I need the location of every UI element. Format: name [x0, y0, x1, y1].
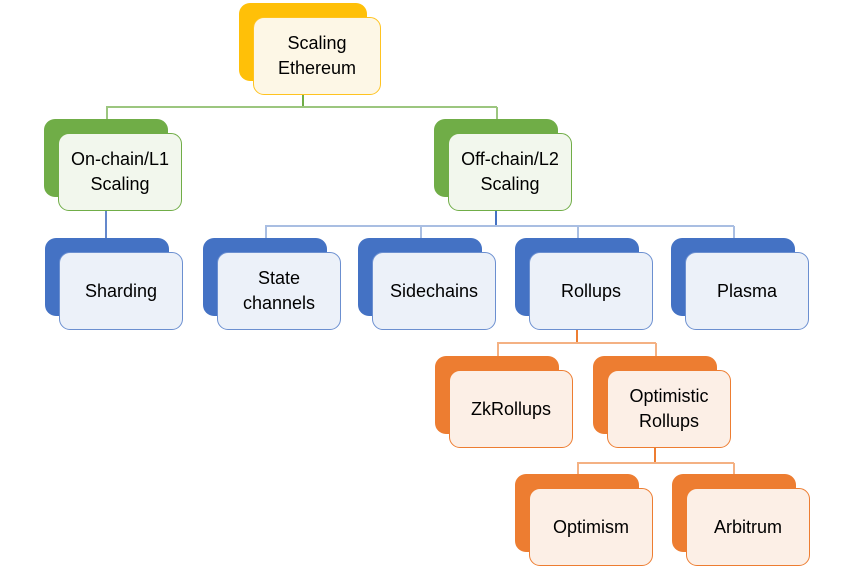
- node-rollups[interactable]: Rollups: [515, 238, 656, 333]
- connector-drop-optimistic-rollups: [655, 343, 657, 356]
- node-card: Arbitrum: [686, 488, 810, 566]
- node-card: Plasma: [685, 252, 809, 330]
- connector-drop-onchain: [106, 107, 108, 119]
- node-label: State channels: [242, 268, 316, 313]
- node-sidechains[interactable]: Sidechains: [358, 238, 499, 333]
- node-label: Sharding: [84, 280, 158, 301]
- node-label: ZkRollups: [470, 398, 552, 419]
- node-optimism[interactable]: Optimism: [515, 474, 656, 569]
- node-card: Optimistic Rollups: [607, 370, 731, 448]
- node-offchain-l2-scaling[interactable]: Off-chain/L2 Scaling: [434, 119, 575, 214]
- node-label: Plasma: [716, 280, 778, 301]
- connector-optimistic-feed: [654, 448, 656, 463]
- connector-root-feed: [302, 95, 304, 107]
- connector-drop-optimism: [577, 463, 579, 474]
- node-label: Optimistic Rollups: [629, 386, 709, 431]
- connector-l3-rail: [265, 225, 734, 227]
- node-card: Sharding: [59, 252, 183, 330]
- node-card: State channels: [217, 252, 341, 330]
- connector-l4-rail: [497, 342, 656, 344]
- node-card: Off-chain/L2 Scaling: [448, 133, 572, 211]
- node-sharding[interactable]: Sharding: [45, 238, 186, 333]
- connector-rollups-feed: [576, 330, 578, 343]
- connector-drop-arbitrum: [733, 463, 735, 474]
- node-label: Arbitrum: [713, 516, 782, 537]
- node-arbitrum[interactable]: Arbitrum: [672, 474, 813, 569]
- node-label: On-chain/L1 Scaling: [70, 149, 170, 194]
- connector-drop-sidechains: [420, 226, 422, 238]
- node-state-channels[interactable]: State channels: [203, 238, 344, 333]
- connector-drop-plasma: [733, 226, 735, 238]
- node-label: Off-chain/L2 Scaling: [461, 149, 559, 194]
- node-card: Sidechains: [372, 252, 496, 330]
- connector-drop-rollups: [577, 226, 579, 238]
- node-card: On-chain/L1 Scaling: [58, 133, 182, 211]
- node-card: Scaling Ethereum: [253, 17, 381, 95]
- node-optimistic-rollups[interactable]: Optimistic Rollups: [593, 356, 734, 451]
- node-plasma[interactable]: Plasma: [671, 238, 812, 333]
- node-label: Sidechains: [389, 280, 479, 301]
- node-label: Optimism: [553, 516, 629, 537]
- node-card: ZkRollups: [449, 370, 573, 448]
- node-card: Rollups: [529, 252, 653, 330]
- node-onchain-l1-scaling[interactable]: On-chain/L1 Scaling: [44, 119, 185, 214]
- node-zkrollups[interactable]: ZkRollups: [435, 356, 576, 451]
- connector-drop-offchain: [496, 107, 498, 119]
- node-label: Scaling Ethereum: [277, 33, 357, 78]
- connector-l5-rail: [577, 462, 734, 464]
- connector-offchain-feed: [495, 211, 497, 226]
- node-label: Rollups: [560, 280, 622, 301]
- connector-drop-state-channels: [265, 226, 267, 238]
- connector-onchain-sharding: [105, 211, 107, 238]
- node-card: Optimism: [529, 488, 653, 566]
- connector-drop-zkrollups: [497, 343, 499, 356]
- node-scaling-ethereum[interactable]: Scaling Ethereum: [239, 3, 384, 98]
- connector-l2-rail: [106, 106, 497, 108]
